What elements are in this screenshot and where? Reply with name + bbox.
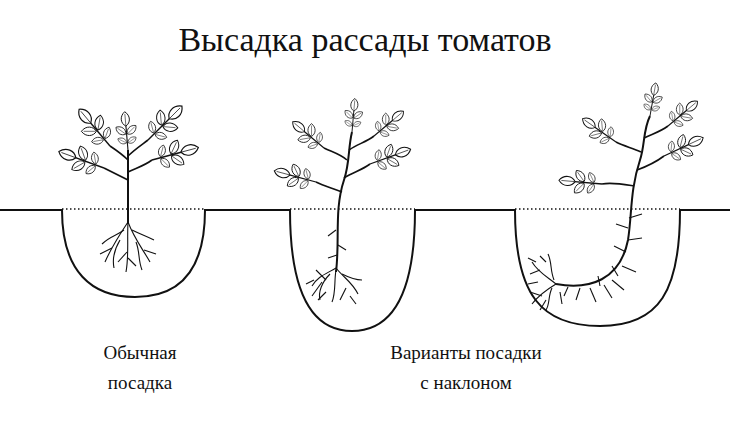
ground-profile (0, 210, 730, 331)
upright-seedling (144, 250, 156, 254)
upright-seedling (127, 150, 129, 224)
slanted-seedling (319, 274, 330, 300)
slanted-seedling (312, 282, 322, 296)
laid-seedling (629, 214, 642, 218)
laid-seedling (528, 81, 709, 310)
laid-seedling (548, 254, 554, 280)
laid-seedling (528, 258, 536, 262)
laid-seedling (644, 126, 668, 138)
slanted-seedling (341, 98, 365, 133)
soil-level (515, 208, 680, 210)
slanted-seedling (336, 268, 358, 294)
slanted-seedling (342, 274, 362, 280)
upright-seedling (126, 222, 128, 272)
caption-label: Варианты посадки с наклоном (361, 338, 571, 399)
laid-seedling (575, 108, 623, 153)
laid-seedling (530, 292, 542, 296)
slanted-seedling (365, 136, 415, 176)
slanted-seedling (318, 292, 326, 300)
slanted-seedling (366, 102, 411, 145)
slanted-seedling (312, 268, 336, 286)
slanted-seedling (328, 255, 337, 258)
laid-seedling (546, 288, 552, 310)
upright-seedling (105, 222, 128, 262)
slanted-seedling (284, 112, 332, 158)
upright-seedling (100, 222, 156, 272)
laid-seedling (558, 167, 603, 198)
upright-seedling (128, 160, 152, 172)
laid-seedling (528, 214, 642, 310)
laid-seedling (612, 280, 624, 290)
upright-seedling (132, 230, 154, 240)
laid-seedling (628, 238, 642, 240)
laid-seedling (616, 224, 628, 228)
slanted-seedling (316, 182, 342, 192)
laid-seedling (614, 246, 626, 252)
slanted-seedling (332, 270, 336, 302)
laid-seedling (602, 183, 634, 186)
slanted-seedling (349, 136, 374, 150)
upright-seedling (102, 230, 124, 244)
upright-seedling (128, 258, 136, 266)
laid-seedling (612, 266, 618, 276)
upright-seedling (67, 99, 121, 155)
laid-seedling (640, 81, 667, 118)
slanted-seedling (316, 270, 326, 280)
upright-seedling (100, 248, 112, 254)
caption-label: Обычная посадка (75, 338, 205, 399)
slanted-seedling (271, 158, 320, 196)
laid-seedling (622, 266, 636, 272)
laid-seedling (564, 287, 568, 296)
upright-seedling (110, 146, 128, 160)
laid-seedling (530, 270, 540, 274)
slanted-seedling (328, 230, 336, 236)
slanted-seedling (324, 148, 347, 160)
slanted-seedling (271, 98, 416, 304)
soil-level (62, 208, 205, 210)
slanted-seedling (350, 296, 356, 304)
laid-seedling (528, 282, 538, 284)
laid-seedling (658, 125, 709, 168)
upright-seedling (104, 168, 128, 180)
laid-seedling (604, 285, 612, 298)
slanted-seedling (336, 132, 352, 272)
diagram-title: Высадка рассады томатов (0, 20, 730, 61)
upright-seedling (148, 133, 202, 175)
upright-seedling (54, 137, 110, 182)
ground-profile (0, 210, 730, 331)
upright-seedling (113, 240, 120, 268)
laid-seedling (576, 288, 580, 300)
upright-seedling (113, 111, 141, 151)
slanted-seedling (306, 280, 314, 284)
slanted-seedling (344, 164, 370, 178)
upright-seedling (136, 242, 142, 270)
upright-seedling (54, 95, 203, 272)
slanted-seedling (306, 230, 362, 304)
soil-level (290, 208, 415, 210)
upright-seedling (137, 95, 192, 150)
laid-seedling (540, 256, 546, 262)
laid-seedling (637, 156, 664, 170)
laid-seedling (540, 300, 546, 310)
laid-seedling (590, 288, 596, 302)
laid-seedling (660, 92, 705, 135)
laid-seedling (616, 142, 641, 152)
slanted-seedling (340, 288, 346, 300)
upright-seedling (118, 252, 127, 262)
laid-seedling (560, 292, 562, 304)
soil-level (62, 208, 680, 210)
slanted-seedling (338, 245, 346, 250)
laid-seedling (598, 276, 600, 286)
